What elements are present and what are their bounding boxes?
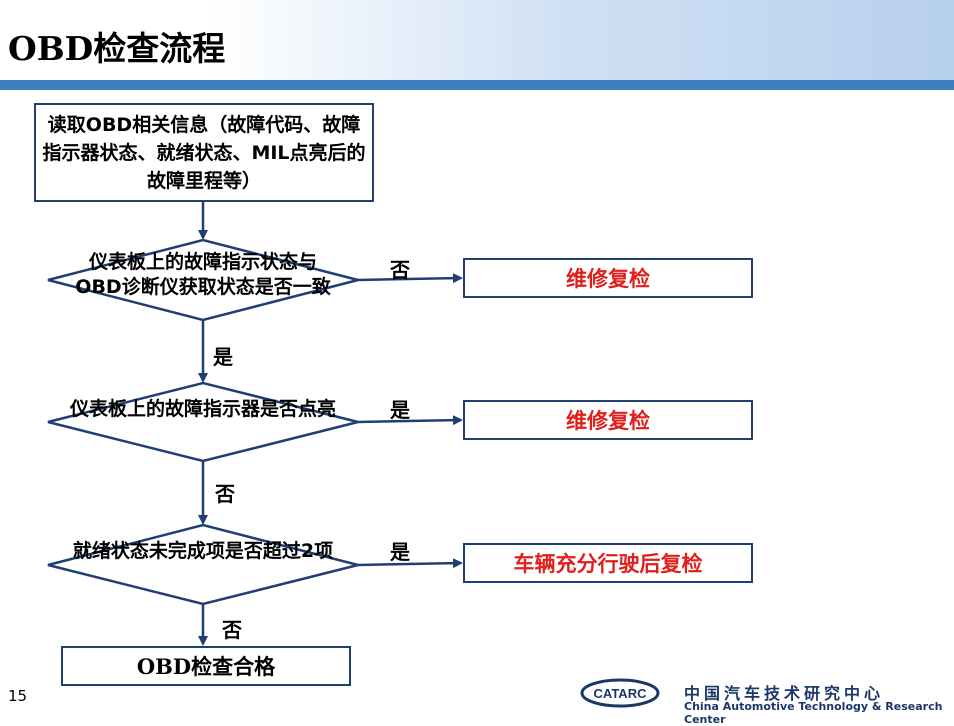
decision-1-text: 仪表板上的故障指示状态与OBD诊断仪获取状态是否一致 <box>75 251 331 298</box>
start-box-text: 读取OBD相关信息（故障代码、故障指示器状态、就绪状态、MIL点亮后的故障里程等… <box>42 113 366 192</box>
result-box-1: 维修复检 <box>463 258 753 298</box>
catarc-logo: CATARC <box>580 678 660 708</box>
result-3-text: 车辆充分行驶后复检 <box>513 552 703 576</box>
final-box: OBD检查合格 <box>61 646 351 686</box>
org-name-cn: 中国汽车技术研究中心 <box>684 684 885 703</box>
slide-title: OBD检查流程 <box>8 29 226 68</box>
arrow-d3-to-result3 <box>357 558 463 569</box>
slide-header: OBD检查流程 <box>0 0 954 80</box>
arrow-d2-to-result2 <box>357 415 463 426</box>
label-d2-no: 否 <box>215 482 235 506</box>
label-d3-yes: 是 <box>390 540 410 564</box>
result-1-text: 维修复检 <box>566 267 650 291</box>
decision-diamond-3 <box>47 523 359 606</box>
label-d1-no: 否 <box>390 258 410 282</box>
start-box: 读取OBD相关信息（故障代码、故障指示器状态、就绪状态、MIL点亮后的故障里程等… <box>34 103 374 202</box>
page-number: 15 <box>8 687 28 705</box>
label-d2-yes: 是 <box>390 398 410 422</box>
result-2-text: 维修复检 <box>566 409 650 433</box>
decision-2-text: 仪表板上的故障指示器是否点亮 <box>69 398 336 420</box>
final-box-text: OBD检查合格 <box>136 654 276 679</box>
org-name-en: China Automotive Technology & Research C… <box>684 700 943 726</box>
logo-text: CATARC <box>594 686 648 701</box>
result-box-2: 维修复检 <box>463 400 753 440</box>
decision-3-text: 就绪状态未完成项是否超过2项 <box>72 540 334 562</box>
decision-diamond-2 <box>47 381 359 463</box>
result-box-3: 车辆充分行驶后复检 <box>463 543 753 583</box>
label-d3-no: 否 <box>222 618 242 642</box>
header-band <box>0 80 954 90</box>
arrow-d1-to-result1 <box>357 273 463 284</box>
label-d1-yes: 是 <box>213 345 233 369</box>
